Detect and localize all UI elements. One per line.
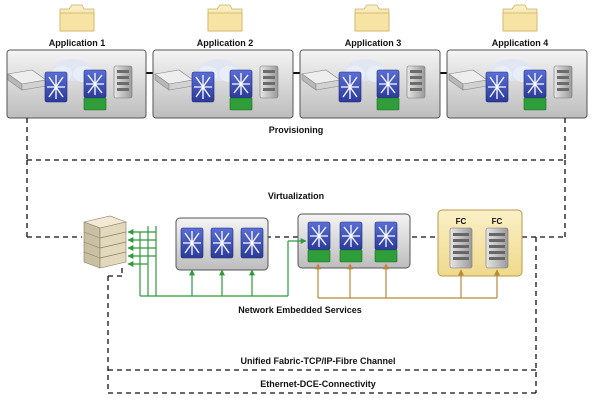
network-switch-icon <box>339 221 363 263</box>
provisioning-label: Provisioning <box>269 125 324 135</box>
app-box-4 <box>446 49 588 119</box>
network-embedded-services-label: Network Embedded Services <box>238 305 362 315</box>
folder-icon <box>207 4 243 32</box>
network-switch-icon <box>338 71 362 103</box>
fc-label: FC <box>492 217 503 226</box>
green-service-links <box>127 226 307 297</box>
network-switch-icon <box>83 69 107 111</box>
orange-service-links <box>315 263 500 299</box>
application-1: Application 1 <box>49 4 106 48</box>
virtualization-label: Virtualization <box>268 191 324 201</box>
fabric-lines <box>107 237 537 394</box>
network-switch-icon <box>180 227 204 259</box>
network-switch-icon <box>376 69 400 111</box>
rack-server-icon <box>82 215 128 269</box>
unified-fabric-label: Unified Fabric-TCP/IP-Fibre Channel <box>240 356 395 366</box>
network-switch-icon <box>485 71 509 103</box>
network-switch-icon <box>523 69 547 111</box>
network-switch-icon <box>374 221 398 263</box>
switch-group-1 <box>175 217 269 271</box>
switch-group-2 <box>297 213 411 269</box>
folder-icon <box>59 4 95 32</box>
application-3: Application 3 <box>345 4 402 48</box>
app-box-2 <box>152 49 294 119</box>
application-label: Application 4 <box>492 38 549 48</box>
server-stack <box>82 215 128 269</box>
application-label: Application 1 <box>49 38 106 48</box>
application-2: Application 2 <box>197 4 254 48</box>
folder-icon <box>502 4 538 32</box>
storage-array-icon <box>449 227 473 269</box>
server-tower-icon <box>406 65 426 99</box>
server-tower-icon <box>553 65 573 99</box>
application-4: Application 4 <box>492 4 549 48</box>
network-switch-icon <box>229 69 253 111</box>
storage-array-icon <box>485 227 509 269</box>
application-label: Application 3 <box>345 38 402 48</box>
network-switch-icon <box>307 221 331 263</box>
provisioning-lines <box>26 118 566 238</box>
network-switch-icon <box>240 227 264 259</box>
server-tower-icon <box>113 65 133 99</box>
fc-label: FC <box>456 217 467 226</box>
server-tower-icon <box>259 65 279 99</box>
app-box-3 <box>299 49 441 119</box>
application-label: Application 2 <box>197 38 254 48</box>
network-switch-icon <box>44 71 68 103</box>
ethernet-dce-label: Ethernet-DCE-Connectivity <box>260 379 376 389</box>
network-switch-icon <box>210 227 234 259</box>
network-switch-icon <box>191 71 215 103</box>
folder-icon <box>354 4 390 32</box>
app-box-1 <box>6 49 147 119</box>
fc-storage-group: FC FC <box>437 209 523 277</box>
